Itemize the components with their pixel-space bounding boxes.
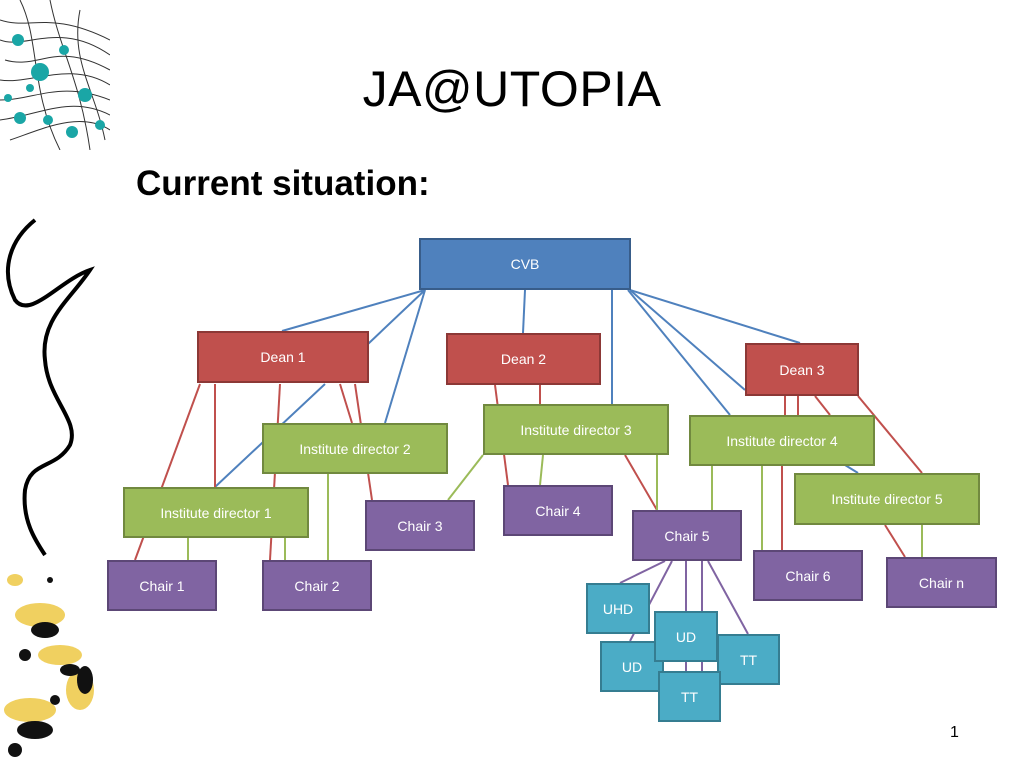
decorative-blots (4, 574, 94, 757)
node-chair-5[interactable]: Chair 5 (632, 510, 742, 561)
edge-cvb-dean2 (522, 289, 526, 334)
node-institute-director-1[interactable]: Institute director 1 (123, 487, 309, 538)
node-tt-lower[interactable]: TT (658, 671, 721, 722)
edge-chair5-uhd (619, 560, 666, 584)
edge-dean2-chair5 (624, 454, 658, 511)
edge-inst5-chairn (884, 524, 906, 558)
slide-number: 1 (950, 724, 959, 741)
node-chair-2[interactable]: Chair 2 (262, 560, 372, 611)
node-chair-3[interactable]: Chair 3 (365, 500, 475, 551)
decorative-swirl-top (0, 0, 110, 150)
node-ud-lower[interactable]: UD (600, 641, 664, 692)
edge-dean1-inst2 (339, 383, 353, 424)
node-chair-6[interactable]: Chair 6 (753, 550, 863, 601)
slide-subtitle: Current situation: (136, 164, 430, 203)
edge-inst3-chair4 (539, 454, 544, 486)
edge-chair5-tt1 (707, 560, 749, 635)
edge-cvb-dean1 (281, 289, 426, 332)
edge-dean3-inst4c (814, 395, 831, 416)
slide-title: JA@UTOPIA (362, 61, 662, 117)
node-cvb[interactable]: CVB (419, 238, 631, 290)
decorative-brushstroke (5, 218, 95, 557)
edge-cvb-dean3-lower (629, 289, 746, 391)
institute-connectors (187, 454, 923, 560)
node-chair-4[interactable]: Chair 4 (503, 485, 613, 536)
edge-cvb-inst2 (384, 289, 426, 424)
edge-cvb-inst2-left (367, 289, 426, 345)
edge-cvb-inst4 (627, 289, 731, 416)
node-institute-director-4[interactable]: Institute director 4 (689, 415, 875, 466)
node-institute-director-2[interactable]: Institute director 2 (262, 423, 448, 474)
node-uhd[interactable]: UHD (586, 583, 650, 634)
node-institute-director-3[interactable]: Institute director 3 (483, 404, 669, 455)
node-tt-right[interactable]: TT (717, 634, 780, 685)
node-dean-1[interactable]: Dean 1 (197, 331, 369, 383)
node-chair-1[interactable]: Chair 1 (107, 560, 217, 611)
node-ud-upper[interactable]: UD (654, 611, 718, 662)
edge-inst3-chair3 (447, 454, 484, 501)
edge-cvb-dean3 (629, 289, 801, 344)
node-chair-n[interactable]: Chair n (886, 557, 997, 608)
node-dean-3[interactable]: Dean 3 (745, 343, 859, 396)
edge-dean3-inst5 (857, 395, 923, 474)
edge-cvb-inst5 (844, 464, 859, 474)
node-institute-director-5[interactable]: Institute director 5 (794, 473, 980, 525)
node-dean-2[interactable]: Dean 2 (446, 333, 601, 385)
